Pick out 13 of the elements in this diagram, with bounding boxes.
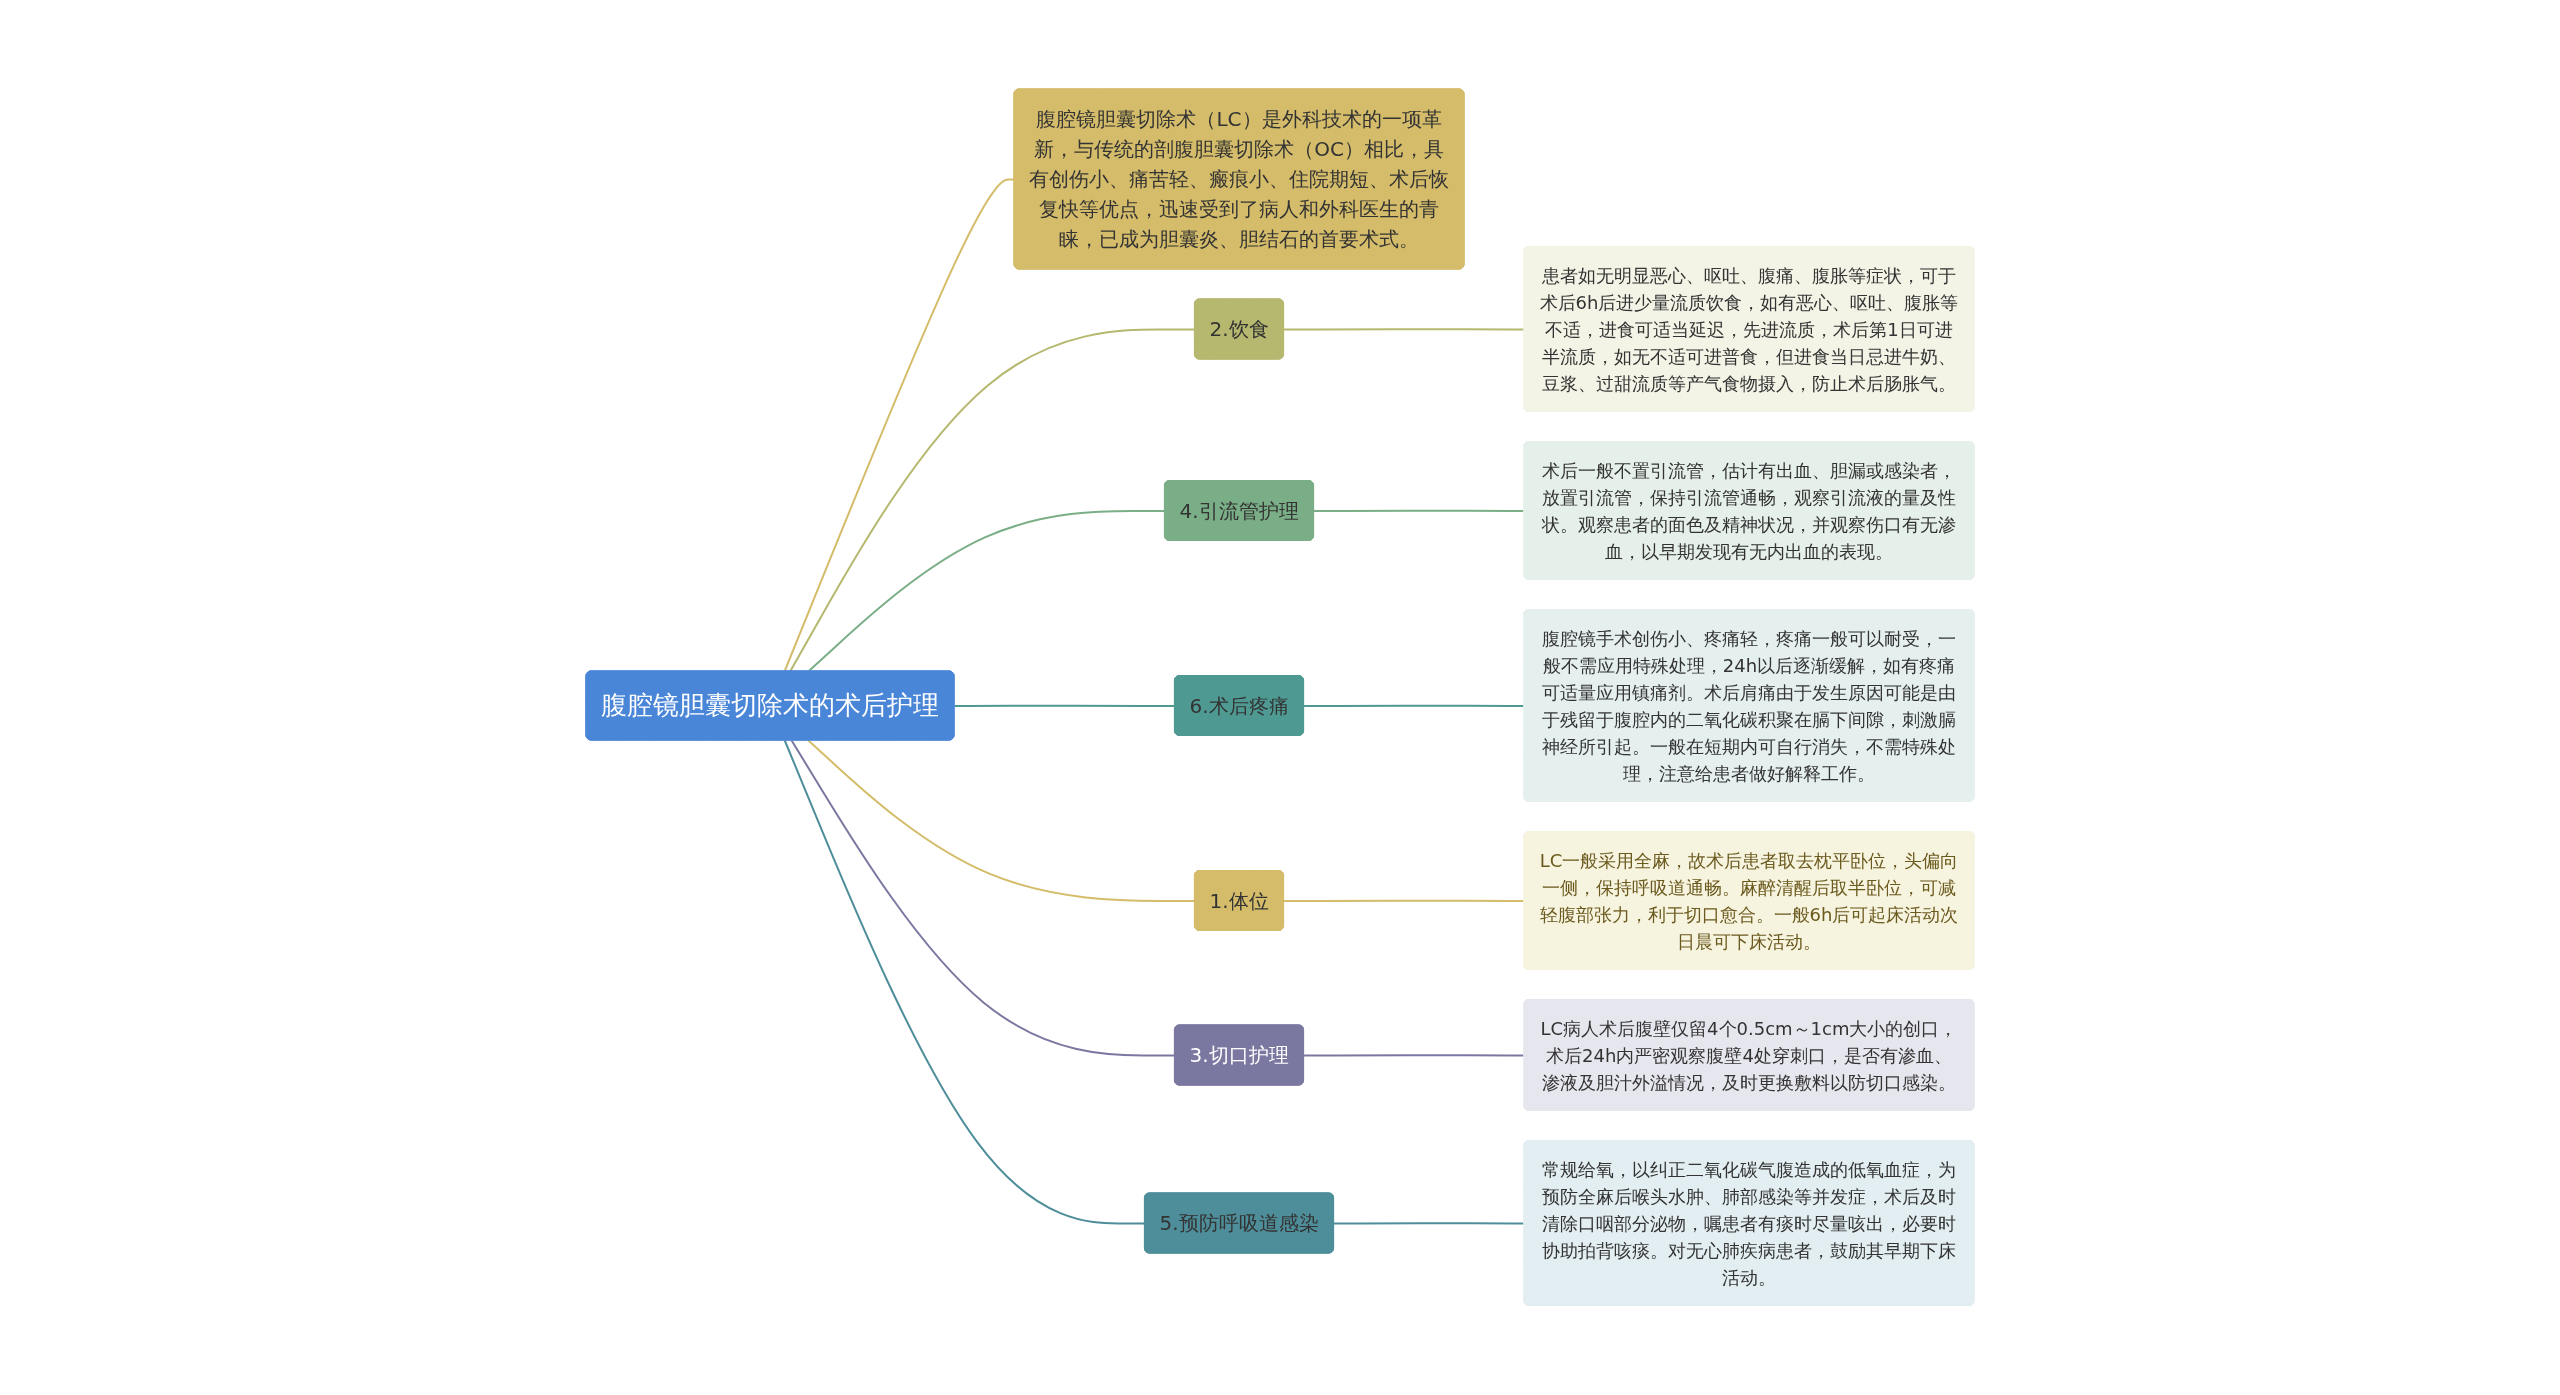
connector bbox=[1313, 509, 1526, 513]
connector bbox=[953, 704, 1176, 708]
connector bbox=[783, 178, 1016, 673]
connector bbox=[789, 328, 1196, 673]
connector bbox=[807, 739, 1196, 903]
connector bbox=[1333, 1222, 1526, 1225]
connector bbox=[1303, 1054, 1526, 1057]
connector bbox=[1283, 899, 1526, 903]
connector bbox=[783, 739, 1146, 1225]
connector bbox=[1303, 704, 1526, 708]
connector bbox=[1283, 328, 1526, 331]
connector bbox=[807, 510, 1166, 673]
connector bbox=[790, 739, 1176, 1057]
